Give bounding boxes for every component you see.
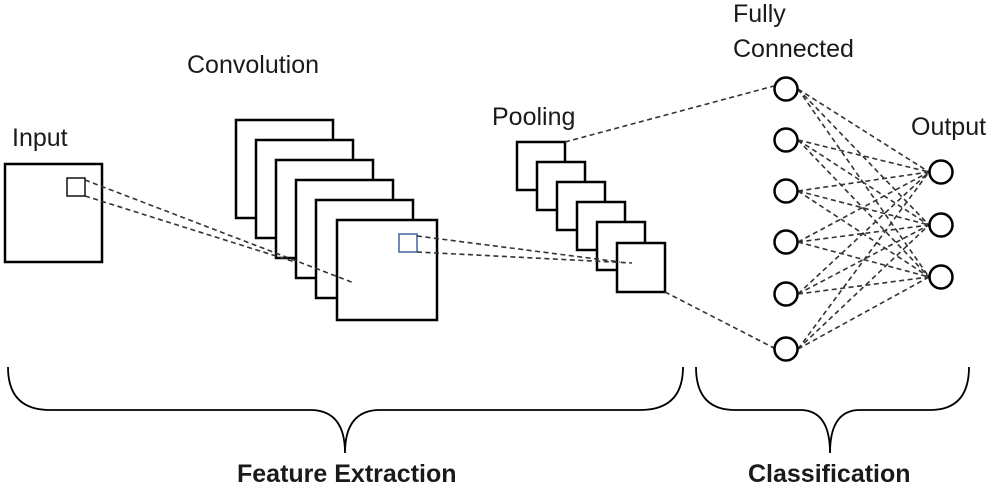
output-node-3: [928, 264, 954, 290]
fc-node-4: [773, 229, 799, 255]
edge-fc2-out1: [797, 139, 930, 173]
edge-fc4-out1: [797, 171, 930, 243]
conv-receptive-patch: [398, 233, 418, 253]
input-image: [3, 162, 104, 264]
output-node-1: [928, 159, 954, 185]
receptive-field-connectors: [84, 85, 775, 349]
classification-brace: [695, 366, 970, 454]
edge-fc1-out2: [797, 88, 930, 226]
dense-connections: [797, 88, 930, 350]
fully-connected-nodes: [773, 76, 799, 362]
edge-fc3-out1: [797, 171, 930, 192]
fc-node-3: [773, 178, 799, 204]
fc-node-6: [773, 336, 799, 362]
edge-fc2-out3: [797, 139, 930, 278]
fc-node-1: [773, 76, 799, 102]
edge-fc1-out1: [797, 88, 930, 173]
edge-fc6-out2: [797, 224, 930, 350]
edge-fc6-out1: [797, 171, 930, 350]
pool-to-fc-connector-bottom: [664, 291, 775, 349]
edge-fc5-out1: [797, 171, 930, 295]
edge-fc5-out3: [797, 276, 930, 295]
input-to-conv-connector-bottom: [84, 195, 296, 263]
convolution-feature-maps: [234, 118, 439, 322]
input-to-conv-connector-top: [84, 179, 355, 284]
conv-to-pool-connector-top: [416, 235, 621, 263]
fc-node-2: [773, 127, 799, 153]
pool-map-6: [615, 241, 667, 294]
convolution-label: Convolution: [187, 51, 319, 79]
pool-to-fc-connector-top: [564, 85, 775, 143]
input-label: Input: [12, 124, 68, 152]
input-receptive-patch: [66, 177, 86, 197]
pooling-label: Pooling: [492, 103, 575, 131]
edge-fc4-out3: [797, 241, 930, 278]
output-nodes: [928, 159, 954, 290]
edge-fc5-out2: [797, 224, 930, 295]
edge-fc2-out2: [797, 139, 930, 226]
output-label: Output: [911, 113, 986, 141]
fully-connected-label-line1: Fully: [733, 0, 786, 28]
feature-extraction-brace: [7, 366, 684, 454]
conv-map-6: [335, 218, 439, 322]
conv-to-pool-connector-bottom: [416, 251, 633, 264]
fc-node-5: [773, 281, 799, 307]
edge-fc3-out2: [797, 190, 930, 226]
output-node-2: [928, 212, 954, 238]
fully-connected-label-line2: Connected: [733, 35, 854, 63]
pooling-feature-maps: [515, 140, 667, 294]
feature-extraction-label: Feature Extraction: [237, 460, 457, 488]
classification-label: Classification: [748, 460, 911, 488]
